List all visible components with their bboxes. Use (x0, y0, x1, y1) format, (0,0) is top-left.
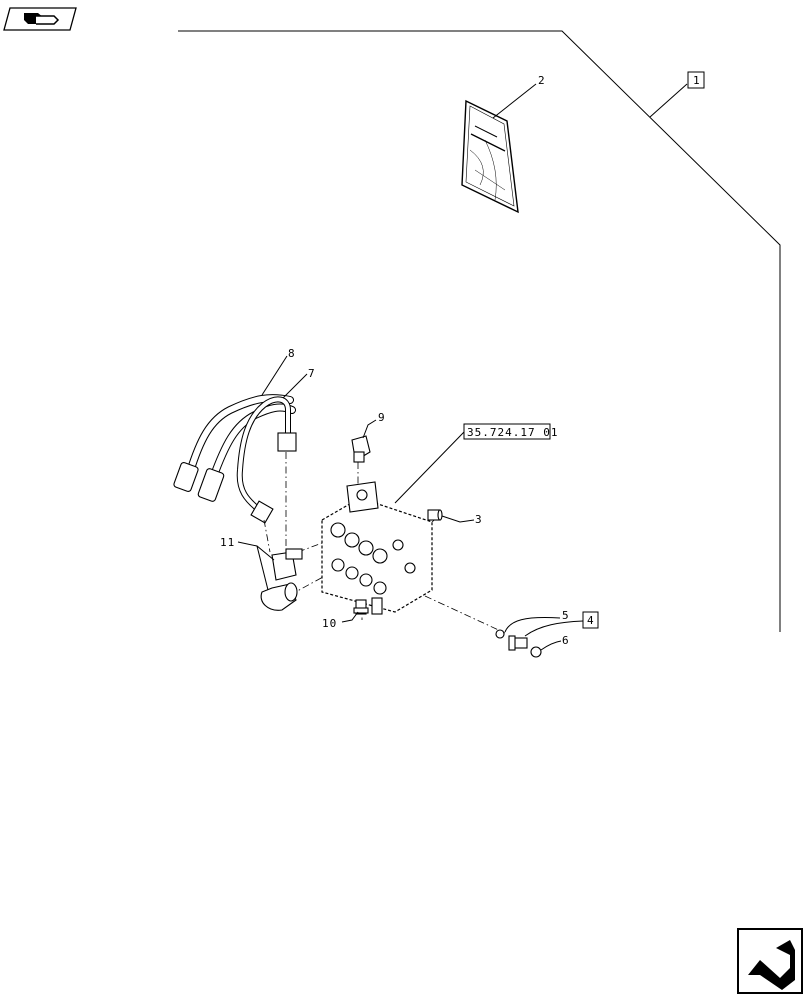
reference-callout[interactable]: 35.724.17 01 (463, 423, 558, 440)
callout-7: 7 (308, 367, 316, 380)
fitting-11 (260, 548, 303, 611)
next-page-arrow-icon[interactable] (737, 928, 803, 994)
svg-text:4: 4 (587, 614, 595, 627)
callout-5: 5 (562, 609, 570, 622)
o-ring-5 (495, 629, 505, 639)
callout-10: 10 (322, 617, 337, 630)
o-ring-6 (530, 646, 542, 658)
previous-page-arrow-icon[interactable] (3, 7, 77, 31)
callout-6: 6 (562, 634, 570, 647)
kit-boundary-line (178, 30, 781, 632)
hose-8 (173, 394, 296, 502)
callout-11: 11 (220, 536, 235, 549)
instruction-booklet (461, 99, 519, 214)
plug-3 (427, 509, 443, 521)
callout-9: 9 (378, 411, 386, 424)
tube-7 (236, 396, 297, 524)
svg-text:1: 1 (693, 74, 701, 87)
callout-8: 8 (288, 347, 296, 360)
control-valve-assembly (321, 481, 433, 615)
callout-2: 2 (538, 74, 546, 87)
svg-text:35.724.17 01: 35.724.17 01 (467, 426, 558, 439)
elbow-fitting-9 (351, 435, 371, 463)
callout-1: 1 (687, 71, 705, 89)
adapter-fitting (508, 635, 528, 651)
fitting-10 (353, 599, 369, 615)
callout-4: 4 (582, 611, 599, 629)
callout-3: 3 (475, 513, 483, 526)
